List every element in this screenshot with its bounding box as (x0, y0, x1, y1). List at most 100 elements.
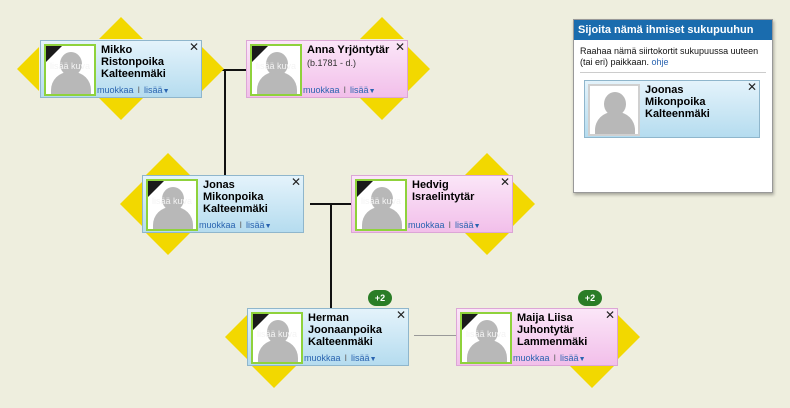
more-link[interactable]: lisää (144, 85, 163, 95)
chevron-down-icon[interactable]: ▼ (473, 223, 481, 230)
person-name: Maija Liisa Juhontytär Lammenmäki (517, 312, 588, 348)
close-icon[interactable]: ✕ (604, 308, 615, 322)
close-icon[interactable]: ✕ (290, 175, 301, 189)
add-photo-label: lisää kuva (151, 196, 193, 206)
move-left-arrow[interactable] (120, 182, 142, 226)
separator: I (343, 85, 347, 95)
move-down-arrow[interactable] (570, 366, 614, 388)
photo-placeholder (588, 84, 640, 136)
chevron-down-icon[interactable]: ▼ (368, 88, 376, 95)
draggable-person-card[interactable]: Joonas Mikonpoika Kalteenmäki ✕ (584, 80, 760, 138)
person-name: Mikko Ristonpoika Kalteenmäki (101, 44, 166, 80)
chevron-down-icon[interactable]: ▼ (369, 356, 377, 363)
person-card-mikko[interactable]: lisää kuva Mikko Ristonpoika Kalteenmäki… (40, 40, 202, 98)
help-link[interactable]: ohje (651, 57, 669, 67)
connector-line (330, 204, 332, 308)
silhouette-head (60, 52, 82, 76)
separator: I (553, 353, 557, 363)
person-name: Hedvig Israelintytär (412, 179, 475, 203)
close-icon[interactable]: ✕ (188, 40, 199, 54)
life-dates: (b.1781 - d.) (307, 58, 357, 68)
relatives-count-badge[interactable]: +2 (368, 290, 392, 306)
sex-marker (46, 46, 62, 62)
person-card-anna[interactable]: lisää kuva Anna Yrjöntytär (b.1781 - d.)… (246, 40, 408, 98)
more-link[interactable]: lisää (560, 353, 579, 363)
person-name: Jonas Mikonpoika Kalteenmäki (203, 179, 268, 215)
move-up-arrow[interactable] (360, 17, 404, 39)
photo-placeholder[interactable]: lisää kuva (250, 44, 302, 96)
add-photo-label: lisää kuva (255, 61, 297, 71)
edit-link[interactable]: muokkaa (303, 85, 340, 95)
instructions-text: Raahaa nämä siirtokortit sukupuussa uute… (580, 46, 759, 67)
add-photo-label: lisää kuva (465, 329, 507, 339)
person-name: Anna Yrjöntytär (307, 44, 390, 56)
photo-placeholder[interactable]: lisää kuva (460, 312, 512, 364)
chevron-down-icon[interactable]: ▼ (162, 88, 170, 95)
silhouette-body (153, 207, 193, 229)
separator: I (344, 353, 348, 363)
photo-placeholder[interactable]: lisää kuva (44, 44, 96, 96)
edit-link[interactable]: muokkaa (408, 220, 445, 230)
add-photo-label: lisää kuva (49, 61, 91, 71)
silhouette-head (267, 320, 289, 344)
chevron-down-icon[interactable]: ▼ (578, 356, 586, 363)
more-link[interactable]: lisää (351, 353, 370, 363)
move-up-arrow[interactable] (146, 153, 190, 175)
more-link[interactable]: lisää (350, 85, 369, 95)
photo-placeholder[interactable]: lisää kuva (251, 312, 303, 364)
move-right-arrow[interactable] (618, 315, 640, 359)
move-up-arrow[interactable] (465, 153, 509, 175)
edit-link[interactable]: muokkaa (199, 220, 236, 230)
connector-line (224, 70, 226, 176)
person-name: Joonas Mikonpoika Kalteenmäki (645, 84, 710, 120)
edit-link[interactable]: muokkaa (513, 353, 550, 363)
silhouette-head (476, 320, 498, 344)
panel-title: Sijoita nämä ihmiset sukupuuhun (574, 20, 772, 40)
sex-marker (148, 181, 164, 197)
silhouette-body (595, 112, 635, 134)
close-icon[interactable]: ✕ (394, 40, 405, 54)
silhouette-body (258, 340, 298, 362)
separator: I (137, 85, 141, 95)
move-down-arrow[interactable] (252, 366, 296, 388)
edit-link[interactable]: muokkaa (97, 85, 134, 95)
sex-marker (253, 314, 269, 330)
sex-marker (462, 314, 478, 330)
separator: I (239, 220, 243, 230)
silhouette-head (162, 187, 184, 211)
chevron-down-icon[interactable]: ▼ (264, 223, 272, 230)
move-down-arrow[interactable] (360, 98, 404, 120)
move-right-arrow[interactable] (408, 47, 430, 91)
close-icon[interactable]: ✕ (499, 175, 510, 189)
person-card-maija[interactable]: lisää kuva Maija Liisa Juhontytär Lammen… (456, 308, 618, 366)
close-icon[interactable]: ✕ (395, 308, 406, 322)
move-down-arrow[interactable] (465, 233, 509, 255)
photo-placeholder[interactable]: lisää kuva (355, 179, 407, 231)
relatives-count-badge[interactable]: +2 (578, 290, 602, 306)
separator: I (448, 220, 452, 230)
move-right-arrow[interactable] (513, 182, 535, 226)
more-link[interactable]: lisää (455, 220, 474, 230)
move-right-arrow[interactable] (202, 47, 224, 91)
move-left-arrow[interactable] (17, 47, 39, 91)
close-icon[interactable]: ✕ (746, 80, 757, 94)
person-card-herman[interactable]: lisää kuva Herman Joonaanpoika Kalteenmä… (247, 308, 409, 366)
sex-marker (357, 181, 373, 197)
move-down-arrow[interactable] (146, 233, 190, 255)
move-up-arrow[interactable] (99, 17, 143, 39)
move-left-arrow[interactable] (225, 315, 247, 359)
more-link[interactable]: lisää (246, 220, 265, 230)
silhouette-body (362, 207, 402, 229)
spouse-connector-line (414, 335, 456, 336)
edit-link[interactable]: muokkaa (304, 353, 341, 363)
move-down-arrow[interactable] (99, 98, 143, 120)
photo-placeholder[interactable]: lisää kuva (146, 179, 198, 231)
person-card-jonas[interactable]: lisää kuva Jonas Mikonpoika Kalteenmäki … (142, 175, 304, 233)
silhouette-head (604, 92, 626, 116)
person-card-hedvig[interactable]: lisää kuva Hedvig Israelintytär ✕ muokka… (351, 175, 513, 233)
silhouette-body (467, 340, 507, 362)
person-name: Herman Joonaanpoika Kalteenmäki (308, 312, 382, 348)
